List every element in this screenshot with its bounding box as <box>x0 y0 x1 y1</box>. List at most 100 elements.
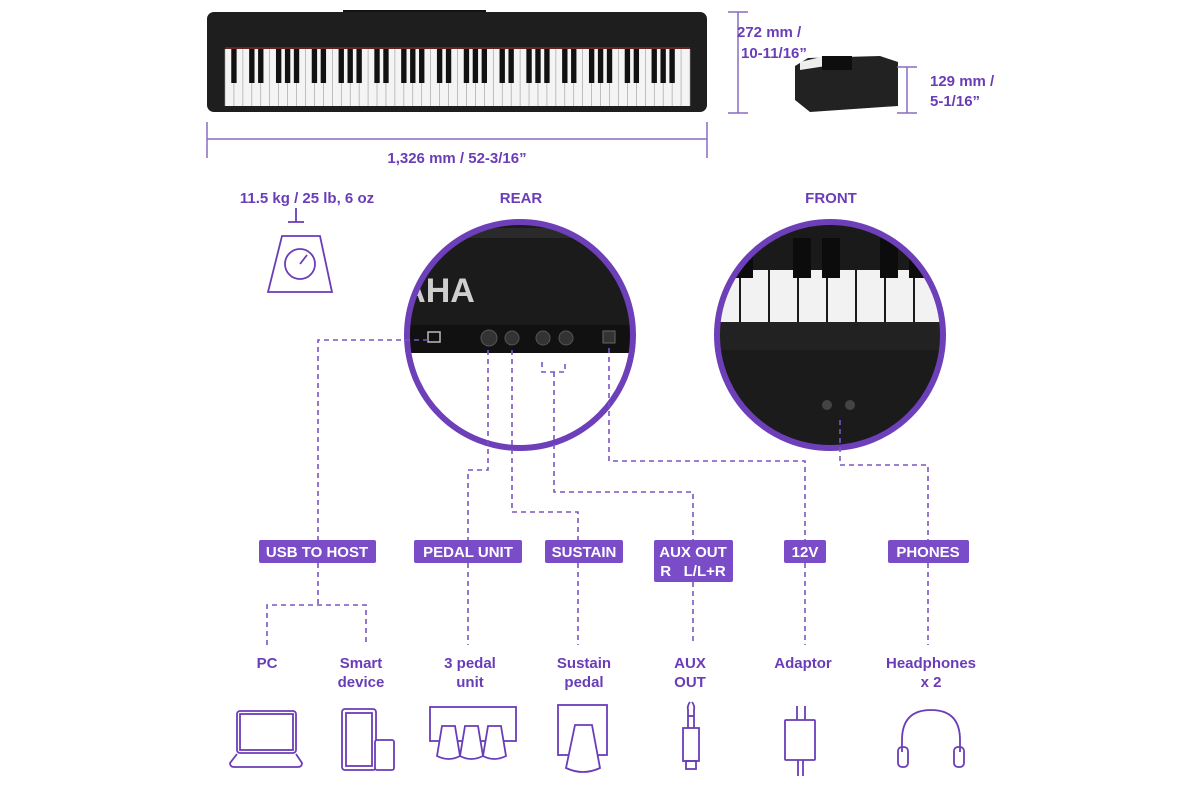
piano-side-view <box>795 56 898 112</box>
pedal-unit-port <box>480 329 498 347</box>
device-label-pedal-line2: unit <box>456 674 484 691</box>
front-black-key <box>822 238 840 278</box>
port-badge-phones: PHONES <box>888 540 969 563</box>
black-key <box>284 49 291 83</box>
audio-jack-icon <box>682 701 700 770</box>
black-key <box>231 49 237 83</box>
port-badge-aux-out: AUX OUT R L/L+R <box>654 540 733 582</box>
front-panel-closeup <box>714 219 946 451</box>
black-key <box>410 49 416 83</box>
device-label-pedal-line1: 3 pedal <box>444 655 496 672</box>
device-label-aux-line1: AUX <box>674 655 706 672</box>
black-key <box>571 49 577 83</box>
black-key <box>606 49 613 83</box>
device-label-adaptor: Adaptor <box>774 655 832 672</box>
front-view-title: FRONT <box>805 190 857 207</box>
device-label-aux-line2: OUT <box>674 674 706 691</box>
device-label-smart-line1: Smart <box>340 655 383 672</box>
black-key <box>669 49 675 83</box>
depth-dimension-line2: 5-1/16” <box>930 93 980 110</box>
headphones-icon <box>897 709 965 768</box>
svg-text:PHONES: PHONES <box>896 544 959 561</box>
rear-view-title: REAR <box>500 190 543 207</box>
black-key <box>660 49 666 83</box>
black-key <box>544 49 550 83</box>
front-white-key <box>799 270 826 325</box>
black-key <box>401 49 407 83</box>
aux-out-r-port <box>535 330 551 346</box>
svg-text:SUSTAIN: SUSTAIN <box>552 544 617 561</box>
front-black-key <box>880 238 898 278</box>
front-white-key <box>770 270 797 325</box>
black-key <box>275 49 282 83</box>
width-dimension: 1,326 mm / 52-3/16” <box>387 150 526 167</box>
black-key <box>651 49 657 83</box>
sustain-pedal-icon <box>557 704 608 773</box>
black-key <box>374 49 380 83</box>
rear-panel-closeup: AHA <box>404 219 636 451</box>
connection-lines <box>266 339 929 645</box>
device-label-sustain-line2: pedal <box>564 674 603 691</box>
black-key <box>258 49 264 83</box>
black-key <box>526 49 532 83</box>
black-key <box>481 49 488 83</box>
front-white-key <box>741 270 768 325</box>
port-badge-usb-to-host: USB TO HOST <box>259 540 376 563</box>
device-label-headphones-line1: Headphones <box>886 655 976 672</box>
front-white-key <box>857 270 884 325</box>
scale-icon <box>266 208 334 293</box>
height-dimension-line1: 272 mm / <box>737 24 802 41</box>
tablet-phone-icon <box>341 708 395 771</box>
phones-port-1 <box>822 400 832 410</box>
port-badge-pedal-unit: PEDAL UNIT <box>414 540 522 563</box>
svg-text:USB TO HOST: USB TO HOST <box>266 544 368 561</box>
front-white-key <box>886 270 913 325</box>
black-key <box>383 49 389 83</box>
power-adaptor-icon <box>784 706 816 776</box>
black-key <box>508 49 514 83</box>
pedal-unit-icon <box>429 706 517 760</box>
dc-in-port <box>602 330 616 344</box>
black-key <box>320 49 327 83</box>
black-key <box>338 49 344 83</box>
svg-text:AUX OUT: AUX OUT <box>659 544 727 561</box>
black-key <box>293 49 300 83</box>
dimension-lines <box>206 11 917 158</box>
black-key <box>562 49 568 83</box>
black-key <box>499 49 505 83</box>
sustain-port <box>504 330 520 346</box>
device-label-sustain-line1: Sustain <box>557 655 611 672</box>
front-black-key <box>793 238 811 278</box>
black-key <box>588 49 595 83</box>
front-white-key <box>828 270 855 325</box>
height-dimension-line2: 10-11/16” <box>741 45 807 62</box>
black-key <box>463 49 470 83</box>
black-key <box>249 49 255 83</box>
black-key <box>535 49 541 83</box>
black-key <box>633 49 640 83</box>
svg-text:12V: 12V <box>792 544 819 561</box>
piano-top-view <box>207 10 707 112</box>
black-key <box>347 49 353 83</box>
port-badge-12v: 12V <box>784 540 826 563</box>
black-key <box>419 49 425 83</box>
black-key <box>624 49 631 83</box>
phones-port-2 <box>845 400 855 410</box>
device-label-headphones-line2: x 2 <box>921 674 942 691</box>
aux-out-l-port <box>558 330 574 346</box>
device-label-pc: PC <box>257 655 278 672</box>
black-key <box>445 49 452 83</box>
black-key <box>472 49 479 83</box>
black-key <box>311 49 318 83</box>
black-key <box>597 49 604 83</box>
laptop-icon <box>229 710 303 768</box>
device-label-smart-line2: device <box>338 674 385 691</box>
black-key <box>356 49 362 83</box>
depth-dimension-line1: 129 mm / <box>930 73 995 90</box>
black-key <box>436 49 443 83</box>
svg-text:PEDAL UNIT: PEDAL UNIT <box>423 544 513 561</box>
usb-port <box>427 331 441 343</box>
weight-label: 11.5 kg / 25 lb, 6 oz <box>240 190 374 207</box>
svg-text:R L/L+R: R L/L+R <box>660 563 726 580</box>
